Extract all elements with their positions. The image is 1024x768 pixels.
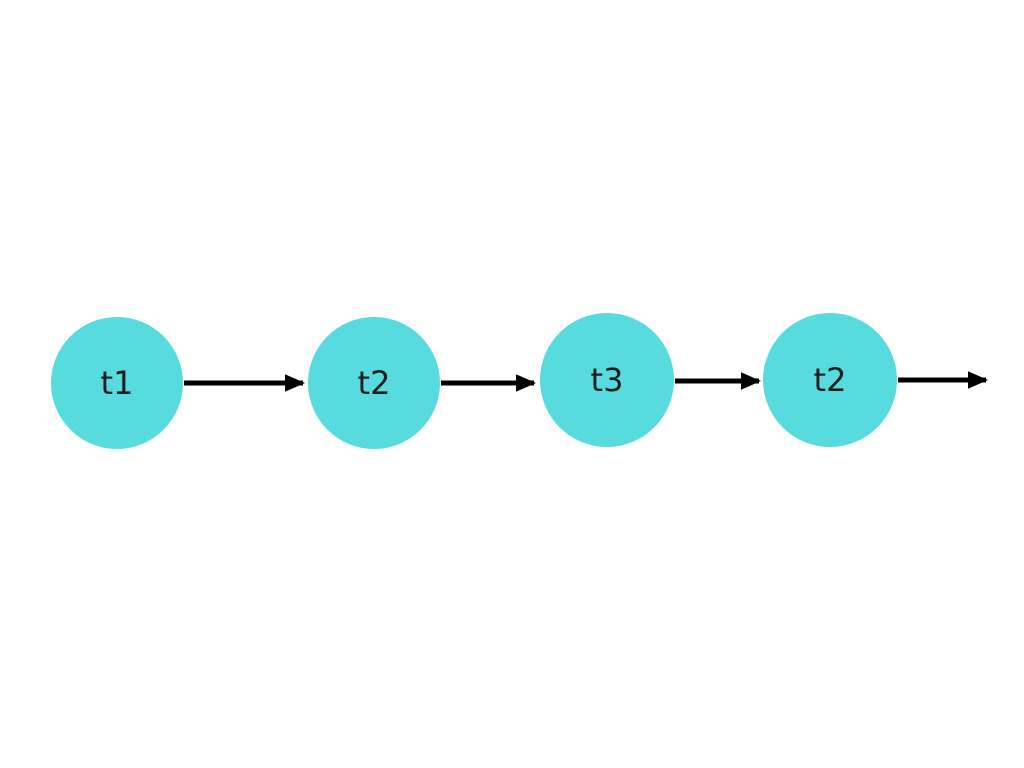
diagram-node-4[interactable]: t2 (763, 313, 897, 447)
node-circle[interactable] (763, 313, 897, 447)
node-circle[interactable] (308, 317, 440, 449)
edges-layer (184, 371, 989, 392)
diagram-node-2[interactable]: t2 (308, 317, 440, 449)
node-circle[interactable] (540, 313, 674, 447)
diagram-node-1[interactable]: t1 (51, 317, 183, 449)
node-circle[interactable] (51, 317, 183, 449)
diagram-node-3[interactable]: t3 (540, 313, 674, 447)
